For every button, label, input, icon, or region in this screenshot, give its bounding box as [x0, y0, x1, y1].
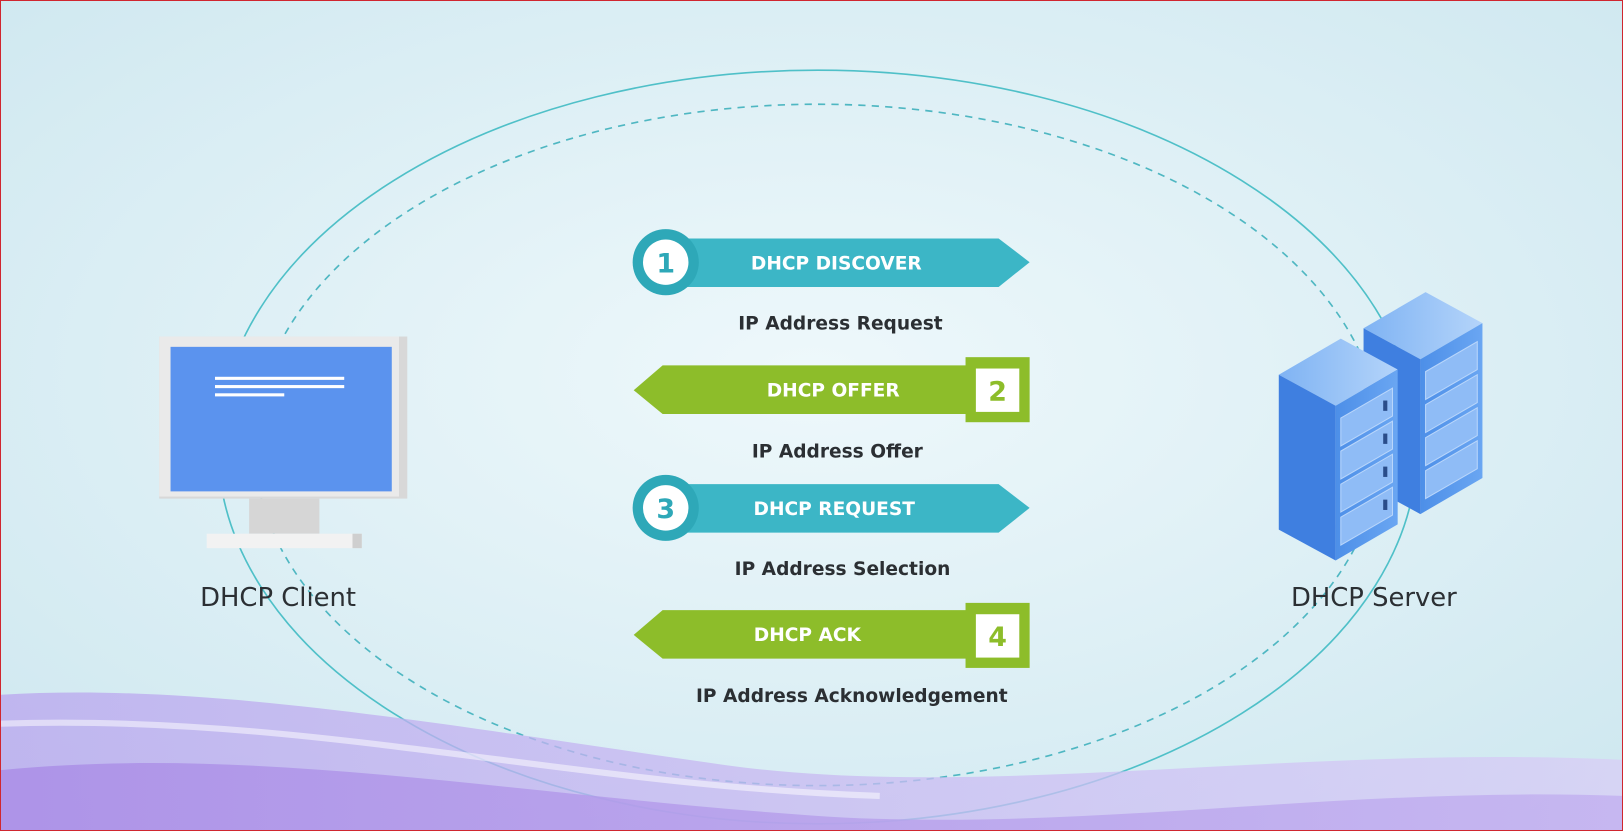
- wave-decoration: [1, 763, 1622, 830]
- step-4-ack: 4 DHCP ACK IP Address Acknowledgement: [633, 602, 1030, 707]
- step-2-offer: 2 DHCP OFFER IP Address Offer: [633, 357, 1030, 462]
- step-number: 2: [988, 377, 1007, 408]
- step-3-request: 3 DHCP REQUEST IP Address Selection: [632, 474, 1030, 580]
- step-caption: IP Address Offer: [752, 441, 924, 462]
- wave-highlight: [1, 719, 880, 800]
- server-label: DHCP Server: [1291, 583, 1457, 613]
- arrow-left: [633, 365, 973, 414]
- arrow-right: [662, 238, 1030, 287]
- step-title: DHCP ACK: [754, 625, 862, 646]
- step-caption: IP Address Selection: [735, 559, 951, 580]
- step-caption: IP Address Acknowledgement: [696, 686, 1008, 707]
- step-caption: IP Address Request: [738, 313, 943, 334]
- step-number: 4: [988, 622, 1007, 653]
- step-1-discover: 1 DHCP DISCOVER IP Address Request: [632, 229, 1030, 334]
- step-title: DHCP DISCOVER: [751, 253, 922, 274]
- step-title: DHCP OFFER: [767, 380, 900, 401]
- step-number: 1: [656, 249, 675, 280]
- step-title: DHCP REQUEST: [754, 499, 916, 520]
- server-icon: [1278, 292, 1483, 561]
- arrow-right: [662, 484, 1030, 533]
- arrow-left: [633, 610, 973, 659]
- computer-icon: [159, 336, 408, 549]
- client-label: DHCP Client: [200, 583, 356, 613]
- step-number: 3: [656, 494, 675, 525]
